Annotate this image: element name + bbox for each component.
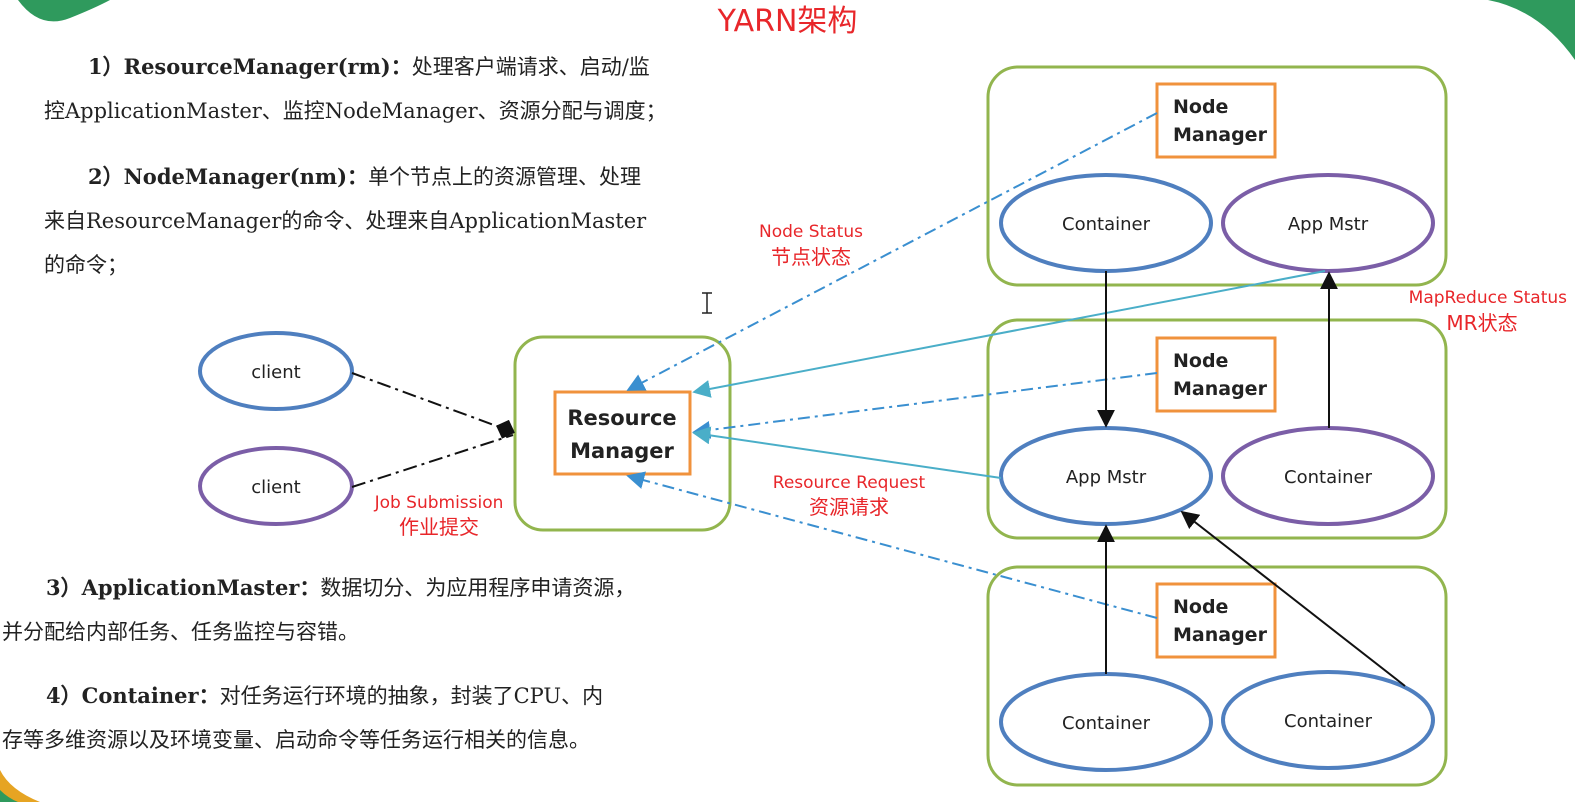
container-node-bottom-right: [1221, 670, 1435, 770]
label-mr-status-zh: MR状态: [1446, 311, 1517, 335]
svg-text:App Mstr: App Mstr: [1288, 214, 1369, 235]
label-node-status-zh: 节点状态: [771, 245, 851, 269]
svg-text:App Mstr: App Mstr: [1066, 467, 1147, 488]
app-master-node-top: [1221, 173, 1435, 273]
svg-text:Node: Node: [1173, 96, 1228, 118]
corner-decoration-top-right: [1488, 0, 1575, 60]
label-job-submission-en: Job Submission: [374, 493, 504, 513]
description-node-manager: 2）NodeManager(nm)：单个节点上的资源管理、处理 来自Resour…: [44, 164, 647, 277]
description-application-master: 3）ApplicationMaster：数据切分、为应用程序申请资源， 并分配给…: [2, 575, 636, 644]
job-submission-line-1: [351, 372, 515, 439]
resource-manager-group: [513, 335, 732, 532]
svg-text:Manager: Manager: [1173, 378, 1268, 400]
resource-manager-label-1: Resource: [567, 406, 676, 430]
term-application-master: 3）ApplicationMaster：: [46, 575, 321, 600]
app-master-node-middle: [999, 426, 1213, 526]
resource-request-line: [692, 426, 1002, 479]
svg-text:Manager: Manager: [1173, 124, 1268, 146]
job-submission-line-2: [351, 434, 514, 488]
resource-manager-box: [553, 390, 692, 476]
svg-text:Container: Container: [1284, 467, 1373, 488]
description-resource-manager: 1）ResourceManager(rm)：处理客户端请求、启动/监 控Appl…: [44, 54, 667, 123]
label-job-submission-zh: 作业提交: [399, 515, 479, 539]
corner-decoration-bottom-left: [0, 770, 40, 802]
corner-logo-top-left: [18, 0, 110, 22]
node-status-line-bottom: [626, 471, 1158, 619]
node-group-bottom: [986, 565, 1448, 787]
node-status-line-middle: [692, 372, 1158, 439]
label-resource-request-en: Resource Request: [773, 473, 926, 493]
node-manager-box-middle: [1155, 336, 1277, 413]
node-group-middle: [986, 318, 1448, 540]
client-node-1: [198, 331, 354, 411]
svg-text:Container: Container: [1062, 713, 1151, 734]
bottom-right-container-to-appmaster-arrow: [1180, 510, 1406, 687]
resource-manager-label-2: Manager: [570, 439, 674, 463]
term-resource-manager: 1）ResourceManager(rm)：: [88, 54, 412, 79]
text-cursor-icon: [702, 292, 712, 314]
node-manager-box-top: [1155, 82, 1277, 159]
client-label-1: client: [251, 362, 300, 383]
svg-text:Container: Container: [1284, 711, 1373, 732]
slide-title: YARN架构: [717, 4, 858, 39]
term-container: 4）Container：: [46, 683, 220, 708]
client-label-2: client: [251, 477, 300, 498]
node-group-top: [986, 65, 1448, 287]
term-node-manager: 2）NodeManager(nm)：: [88, 164, 369, 189]
description-container: 4）Container：对任务运行环境的抽象，封装了CPU、内 存等多维资源以及…: [2, 683, 604, 752]
label-node-status-en: Node Status: [759, 222, 863, 242]
mr-status-line: [692, 270, 1326, 398]
svg-text:Container: Container: [1062, 214, 1151, 235]
svg-text:Node: Node: [1173, 596, 1228, 618]
svg-text:Node: Node: [1173, 350, 1228, 372]
svg-text:Manager: Manager: [1173, 624, 1268, 646]
node-manager-box-bottom: [1155, 582, 1277, 659]
label-resource-request-zh: 资源请求: [809, 495, 889, 519]
label-mr-status-en: MapReduce Status: [1409, 288, 1567, 308]
